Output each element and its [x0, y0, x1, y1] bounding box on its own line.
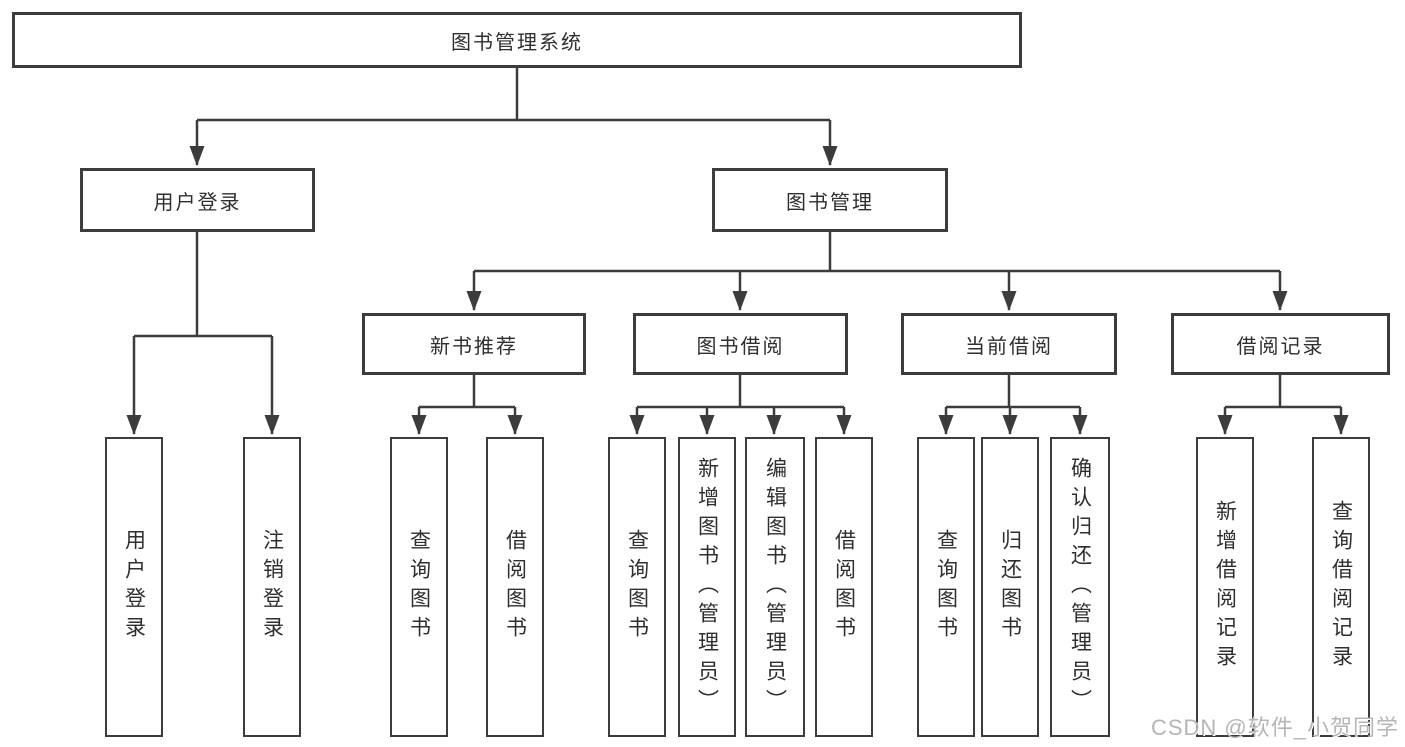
node-label: 借阅记录 [1236, 335, 1325, 358]
node-new-book-recommendation: 新书推荐 [362, 313, 586, 375]
node-book-borrowing: 图书借阅 [633, 313, 848, 375]
node-label: 当前借阅 [965, 335, 1053, 358]
node-label: 新书推荐 [430, 335, 518, 358]
leaf-label: 查询图书 [934, 529, 958, 645]
leaf-edit-books-admin: 编辑图书（管理员） [745, 437, 805, 737]
node-label: 图书借阅 [696, 335, 785, 358]
leaf-label: 归还图书 [998, 529, 1022, 645]
leaf-label: 查询图书 [625, 529, 649, 645]
node-label: 用户登录 [153, 191, 242, 214]
leaf-add-books-admin: 新增图书（管理员） [678, 437, 736, 737]
node-label: 图书管理系统 [451, 31, 583, 54]
leaf-borrow-books-recommend: 借阅图书 [486, 437, 544, 737]
leaf-label: 借阅图书 [832, 529, 856, 645]
leaf-add-borrow-record: 新增借阅记录 [1196, 437, 1254, 737]
leaf-query-borrow-record: 查询借阅记录 [1312, 437, 1370, 737]
leaf-logout: 注销登录 [243, 437, 301, 737]
node-borrowing-records: 借阅记录 [1171, 313, 1390, 375]
node-label: 图书管理 [786, 191, 874, 214]
leaf-label: 查询图书 [407, 529, 431, 645]
node-current-borrowing: 当前借阅 [901, 313, 1117, 375]
leaf-confirm-return-admin: 确认归还（管理员） [1050, 437, 1110, 737]
leaf-label: 借阅图书 [503, 529, 527, 645]
leaf-query-books-current: 查询图书 [917, 437, 975, 737]
leaf-label: 注销登录 [260, 529, 284, 645]
leaf-label: 新增借阅记录 [1213, 500, 1237, 674]
leaf-label: 新增图书（管理员） [695, 456, 719, 718]
leaf-borrow-books: 借阅图书 [815, 437, 873, 737]
leaf-label: 编辑图书（管理员） [763, 456, 787, 718]
leaf-query-books-recommend: 查询图书 [390, 437, 448, 737]
csdn-watermark: CSDN @软件_小贺同学 [1150, 715, 1399, 740]
node-book-management-branch: 图书管理 [712, 168, 948, 232]
leaf-return-books: 归还图书 [981, 437, 1039, 737]
leaf-label: 查询借阅记录 [1329, 500, 1353, 674]
node-user-login-branch: 用户登录 [80, 168, 315, 232]
leaf-user-login: 用户登录 [105, 437, 163, 737]
leaf-query-books-borrowing: 查询图书 [608, 437, 666, 737]
leaf-label: 确认归还（管理员） [1068, 456, 1092, 718]
leaf-label: 用户登录 [122, 529, 146, 645]
node-library-management-system: 图书管理系统 [12, 12, 1022, 68]
